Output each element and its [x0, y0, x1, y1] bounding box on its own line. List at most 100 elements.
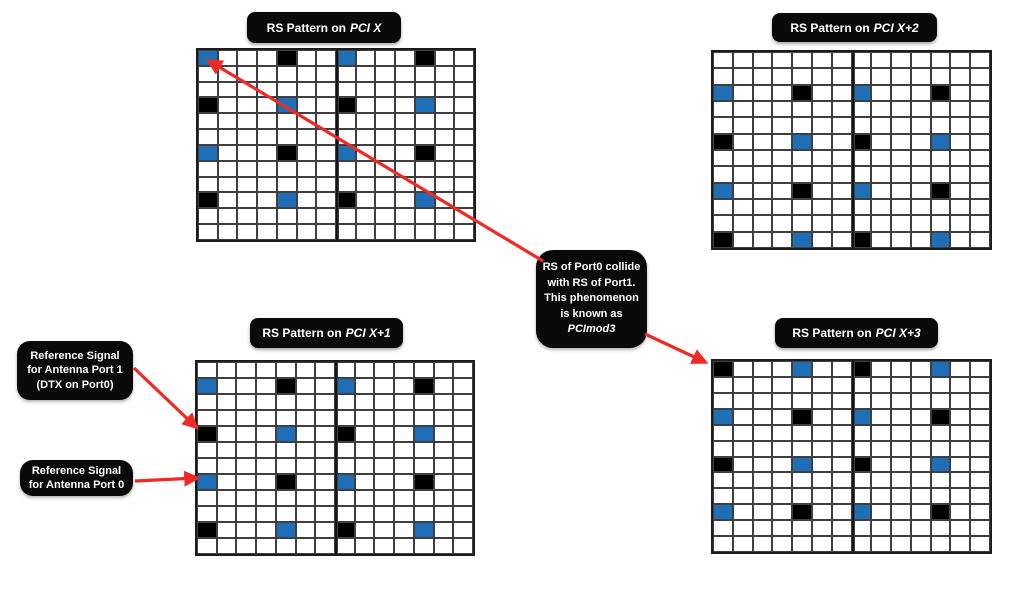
grid-cell [297, 113, 317, 129]
grid-cell [891, 215, 911, 231]
grid-cell [733, 117, 753, 133]
grid-cell [394, 410, 414, 426]
grid-cell [257, 192, 277, 208]
grid-cell [394, 378, 414, 394]
rs-cell-port0 [414, 192, 435, 209]
grid-cell [871, 183, 891, 199]
grid-cell [374, 410, 394, 426]
rs-cell-port0 [930, 231, 951, 248]
grid-cell [832, 215, 852, 231]
grid-cell [931, 441, 951, 457]
grid-cell [851, 472, 872, 489]
grid-cell [454, 129, 474, 145]
grid-cell [891, 52, 911, 68]
grid-cell [851, 440, 872, 457]
grid-cell [792, 520, 812, 536]
grid-cell [236, 538, 256, 554]
grid-cell [871, 520, 891, 536]
grid-cell [931, 520, 951, 536]
grid-cell [236, 474, 256, 490]
grid-cell [335, 81, 356, 98]
grid-cell [198, 82, 218, 98]
grid-cell [454, 177, 474, 193]
grid-cell [415, 224, 435, 240]
grid-cell [316, 113, 336, 129]
grid-cell [356, 129, 376, 145]
grid-cell [453, 538, 473, 554]
rs-cell-port1 [851, 456, 872, 473]
grid-cell [891, 409, 911, 425]
grid-cell [277, 161, 297, 177]
grid-cell [277, 208, 297, 224]
grid-cell [415, 177, 435, 193]
rs-cell-port1 [276, 144, 297, 161]
grid-cell [792, 377, 812, 393]
grid-cell [236, 506, 256, 522]
grid-cell [970, 150, 990, 166]
grid-title-em: PCI X+1 [345, 326, 391, 340]
grid-cell [812, 488, 832, 504]
grid-cell [970, 377, 990, 393]
grid-cell [911, 504, 931, 520]
grid-cell [356, 145, 376, 161]
grid-cell [713, 150, 733, 166]
grid-cell [970, 68, 990, 84]
grid-cell [316, 208, 336, 224]
grid-cell [891, 361, 911, 377]
grid-cell [772, 457, 792, 473]
grid-cell [832, 150, 852, 166]
rs-cell-port1 [930, 84, 951, 101]
grid-cell [931, 536, 951, 552]
grid-cell [772, 215, 792, 231]
grid-cell [812, 409, 832, 425]
grid-cell [871, 101, 891, 117]
grid-cell [753, 215, 773, 231]
grid-cell [356, 192, 376, 208]
grid-cell [296, 362, 316, 378]
grid-cell [316, 129, 336, 145]
rs-cell-port1 [851, 231, 872, 248]
grid-cell [197, 458, 217, 474]
collision-note-em: PCImod3 [567, 323, 616, 336]
grid-cell [970, 425, 990, 441]
grid-cell [931, 101, 951, 117]
grid-cell [931, 68, 951, 84]
rs-cell-port0 [335, 144, 356, 161]
grid-cell [970, 504, 990, 520]
grid-cell [950, 409, 970, 425]
grid-cell [453, 522, 473, 538]
grid-cell [296, 426, 316, 442]
grid-cell [296, 474, 316, 490]
grid-cell [394, 522, 414, 538]
grid-cell [435, 161, 455, 177]
grid-cell [394, 538, 414, 554]
rs-cell-port0 [930, 361, 951, 377]
grid-cell [198, 66, 218, 82]
grid-cell [851, 424, 872, 441]
grid-cell [792, 425, 812, 441]
grid-cell [356, 177, 376, 193]
grid-cell [871, 361, 891, 377]
grid-cell [394, 442, 414, 458]
grid-cell [454, 97, 474, 113]
grid-cell [733, 232, 753, 248]
grid-cell [256, 442, 276, 458]
rs-cell-port1 [198, 97, 218, 114]
grid-cell [792, 101, 812, 117]
grid-cell [753, 441, 773, 457]
rs-cell-port1 [414, 50, 435, 66]
grid-cell [931, 393, 951, 409]
grid-cell [733, 504, 753, 520]
grid-cell [316, 50, 336, 66]
grid-cell [753, 472, 773, 488]
grid-cell [970, 85, 990, 101]
grid-cell [792, 472, 812, 488]
grid-cell [395, 66, 415, 82]
grid-cell [276, 490, 296, 506]
grid-cell [435, 129, 455, 145]
grid-cell [237, 208, 257, 224]
grid-cell [792, 536, 812, 552]
grid-cell [753, 361, 773, 377]
grid-cell [257, 66, 277, 82]
grid-cell [733, 409, 753, 425]
